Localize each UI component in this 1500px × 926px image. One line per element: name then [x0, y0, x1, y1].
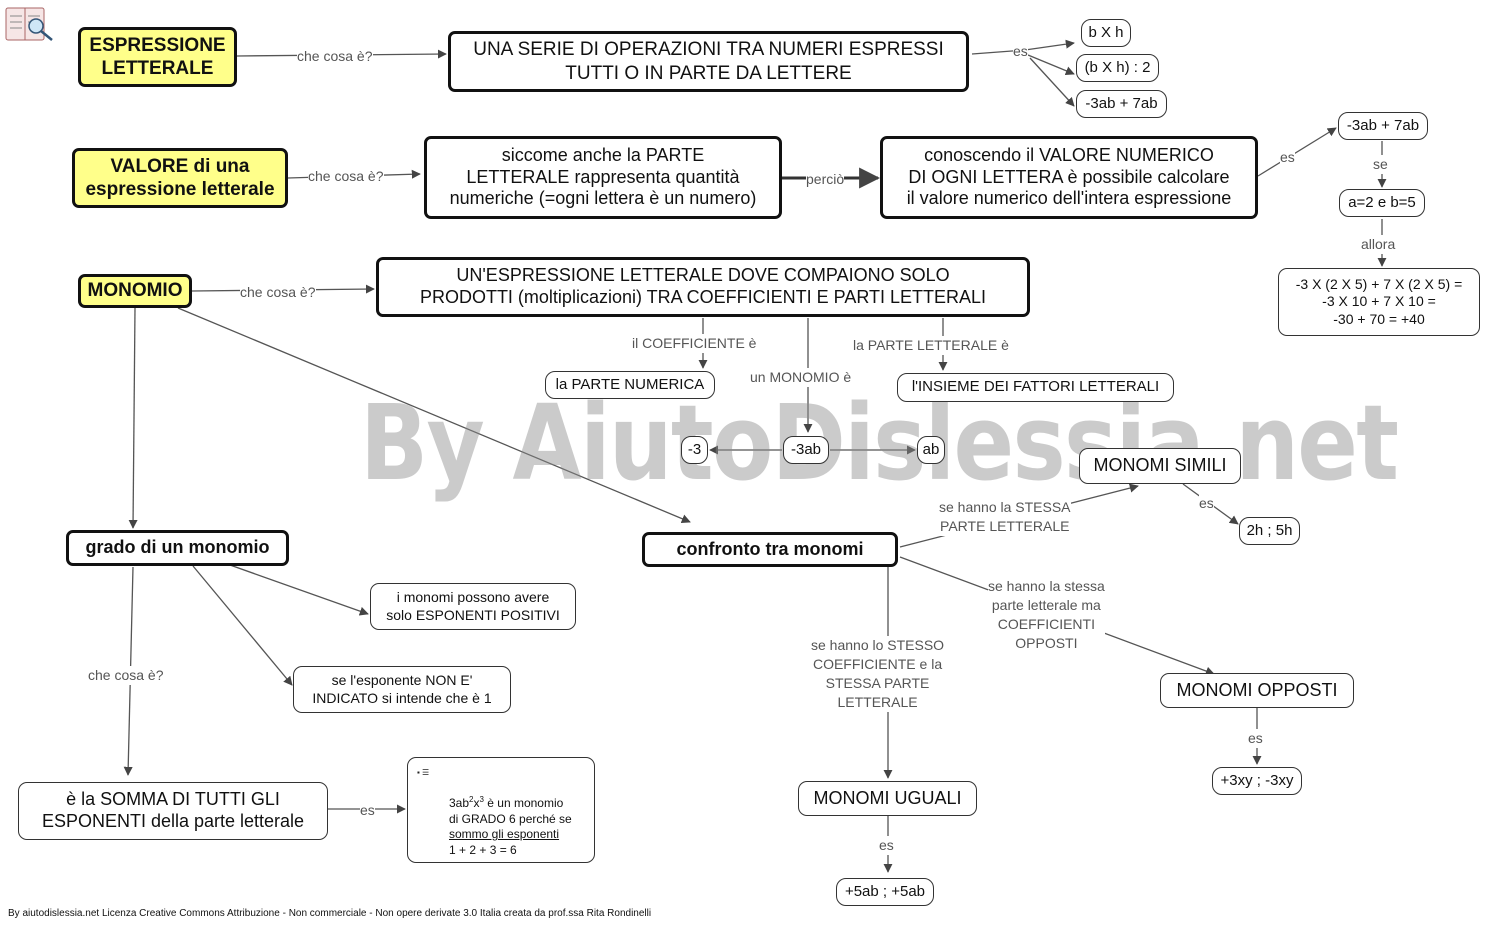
- note-sup-1: 2: [469, 795, 474, 804]
- label-se-stessa-parte: se hanno la STESSA PARTE LETTERALE: [939, 498, 1071, 536]
- label-che-cosa-4: che cosa è?: [88, 666, 164, 685]
- label-se: se: [1373, 155, 1388, 174]
- node-text: è la SOMMA DI TUTTI GLI ESPONENTI della …: [41, 789, 305, 831]
- label-es-3: es: [360, 801, 375, 820]
- node-text: 2h ; 5h: [1246, 521, 1293, 539]
- link-es-bxh: [1024, 39, 1075, 51]
- espressione-definition-node[interactable]: UNA SERIE DI OPERAZIONI TRA NUMERI ESPRE…: [448, 31, 969, 92]
- label-un-monomio: un MONOMIO è: [750, 368, 852, 387]
- grado-example-note[interactable]: ▪ ☰ 3ab2x3 è un monomio di GRADO 6 perch…: [407, 757, 595, 863]
- node-text: MONOMI UGUALI: [813, 787, 962, 808]
- label-se-coeff-opposti: se hanno la stessa parte letterale ma CO…: [988, 577, 1105, 653]
- example-minus-3ab[interactable]: -3ab: [783, 436, 829, 464]
- monomi-opposti-node[interactable]: MONOMI OPPOSTI: [1160, 673, 1354, 708]
- example-simili[interactable]: 2h ; 5h: [1239, 517, 1300, 545]
- watermark: By AiutoDislessia.net: [360, 382, 1399, 504]
- example-opposti[interactable]: +3xy ; -3xy: [1212, 767, 1302, 795]
- node-text: VALORE di una espressione letterale: [85, 155, 275, 200]
- valore-definition-2[interactable]: conoscendo il VALORE NUMERICO DI OGNI LE…: [880, 136, 1258, 219]
- label-che-cosa-3: che cosa è?: [240, 283, 316, 302]
- link-es-3ab: [1029, 57, 1075, 107]
- valore-definition-1[interactable]: siccome anche la PARTE LETTERALE rappres…: [424, 136, 782, 219]
- label-es-1: es: [1013, 42, 1028, 61]
- node-text: MONOMI SIMILI: [1093, 455, 1227, 476]
- node-text: -3 X (2 X 5) + 7 X (2 X 5) = -3 X 10 + 7…: [1295, 276, 1463, 327]
- note-line4: 1 + 2 + 3 = 6: [449, 842, 517, 857]
- link-monomio-confronto: [177, 307, 691, 524]
- node-text: a=2 e b=5: [1348, 193, 1416, 211]
- note-line1-pre: 3ab: [449, 796, 470, 810]
- node-text: +5ab ; +5ab: [844, 882, 926, 900]
- grado-node[interactable]: grado di un monomio: [66, 530, 289, 566]
- espressione-letterale-node[interactable]: ESPRESSIONE LETTERALE: [78, 27, 237, 87]
- node-text: siccome anche la PARTE LETTERALE rappres…: [449, 144, 757, 209]
- fattori-letterali-node[interactable]: l'INSIEME DEI FATTORI LETTERALI: [897, 373, 1174, 402]
- confronto-node[interactable]: confronto tra monomi: [642, 532, 898, 567]
- node-text: -3ab + 7ab: [1346, 116, 1420, 134]
- label-es-4: es: [1199, 494, 1214, 513]
- label-es-2: es: [1280, 148, 1295, 167]
- footer-license: By aiutodislessia.net Licenza Creative C…: [8, 908, 652, 919]
- label-percio: perciò: [806, 170, 845, 189]
- note-icon: ▪ ☰: [417, 768, 430, 777]
- node-text: -3ab + 7ab: [1085, 94, 1158, 112]
- label-se-stesso-coeff: se hanno lo STESSO COEFFICIENTE e la STE…: [811, 636, 945, 712]
- book-map-icon: [5, 7, 53, 41]
- link-def2-es: [1257, 127, 1337, 177]
- monomio-definition[interactable]: UN'ESPRESSIONE LETTERALE DOVE COMPAIONO …: [376, 257, 1030, 317]
- node-text: ESPRESSIONE LETTERALE: [89, 34, 226, 79]
- example-calculation[interactable]: -3 X (2 X 5) + 7 X (2 X 5) = -3 X 10 + 7…: [1278, 268, 1480, 336]
- label-la-parte-letterale: la PARTE LETTERALE è: [853, 336, 1009, 355]
- esponenti-positivi-node[interactable]: i monomi possono avere solo ESPONENTI PO…: [370, 583, 576, 630]
- note-text: 3ab2x3 è un monomio di GRADO 6 perché se…: [449, 795, 572, 858]
- link-grado-positivi: [229, 564, 369, 616]
- label-il-coefficiente: il COEFFICIENTE è: [632, 334, 757, 353]
- parte-numerica-node[interactable]: la PARTE NUMERICA: [545, 371, 715, 399]
- note-sup-2: 3: [479, 795, 484, 804]
- link-es-bxh2: [1027, 54, 1075, 76]
- label-allora: allora: [1361, 235, 1396, 254]
- example-a-b[interactable]: a=2 e b=5: [1339, 189, 1425, 217]
- monomio-node[interactable]: MONOMIO: [78, 274, 192, 308]
- example-bxh-div2[interactable]: (b X h) : 2: [1076, 54, 1159, 82]
- node-text: MONOMI OPPOSTI: [1176, 679, 1338, 700]
- monomi-uguali-node[interactable]: MONOMI UGUALI: [798, 781, 977, 816]
- monomi-simili-node[interactable]: MONOMI SIMILI: [1079, 448, 1241, 484]
- node-text: grado di un monomio: [85, 537, 270, 558]
- esponente-non-indicato-node[interactable]: se l'esponente NON E' INDICATO si intend…: [293, 666, 511, 713]
- node-text: la PARTE NUMERICA: [555, 375, 705, 393]
- node-text: conoscendo il VALORE NUMERICO DI OGNI LE…: [906, 144, 1232, 209]
- node-text: +3xy ; -3xy: [1220, 771, 1294, 789]
- label-es-5: es: [879, 836, 894, 855]
- note-line1-post: è un monomio: [483, 796, 564, 810]
- label-che-cosa-1: che cosa è?: [297, 47, 373, 66]
- example-valore[interactable]: -3ab + 7ab: [1338, 112, 1428, 140]
- example-uguali[interactable]: +5ab ; +5ab: [836, 878, 934, 906]
- node-text: (b X h) : 2: [1084, 58, 1151, 76]
- node-text: UNA SERIE DI OPERAZIONI TRA NUMERI ESPRE…: [473, 39, 944, 84]
- node-text: i monomi possono avere solo ESPONENTI PO…: [386, 589, 560, 623]
- node-text: MONOMIO: [87, 280, 183, 302]
- label-che-cosa-2: che cosa è?: [308, 167, 384, 186]
- example-minus-3[interactable]: -3: [681, 436, 708, 464]
- label-es-6: es: [1248, 729, 1263, 748]
- note-line3: sommo gli esponenti: [449, 827, 560, 842]
- node-text: UN'ESPRESSIONE LETTERALE DOVE COMPAIONO …: [419, 265, 987, 307]
- somma-esponenti-node[interactable]: è la SOMMA DI TUTTI GLI ESPONENTI della …: [18, 782, 328, 840]
- link-grado-esponente: [192, 565, 293, 686]
- example-ab[interactable]: ab: [917, 436, 945, 464]
- node-text: b X h: [1088, 23, 1124, 41]
- valore-node[interactable]: VALORE di una espressione letterale: [72, 148, 288, 208]
- node-text: confronto tra monomi: [676, 538, 864, 559]
- node-text: l'INSIEME DEI FATTORI LETTERALI: [911, 378, 1160, 396]
- note-line2: di GRADO 6 perché se: [449, 811, 572, 826]
- link-monomio-grado: [128, 307, 138, 529]
- example-3ab-7ab[interactable]: -3ab + 7ab: [1076, 90, 1167, 118]
- example-bxh[interactable]: b X h: [1081, 19, 1131, 47]
- note-line1-mid: x: [473, 796, 480, 810]
- node-text: ab: [922, 440, 940, 458]
- node-text: -3: [687, 440, 702, 458]
- node-text: -3ab: [790, 440, 822, 458]
- node-text: se l'esponente NON E' INDICATO si intend…: [312, 672, 492, 706]
